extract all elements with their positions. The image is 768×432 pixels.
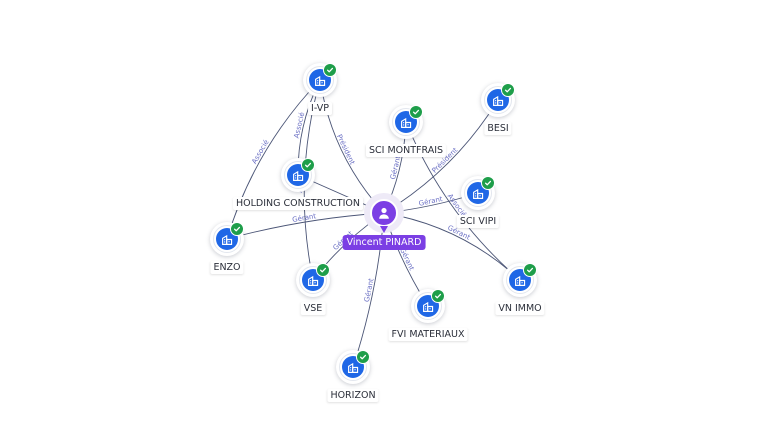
node-ring bbox=[484, 86, 512, 114]
node-label: SCI MONTFRAIS bbox=[365, 144, 447, 157]
node-label: VSE bbox=[300, 302, 326, 315]
node-ring bbox=[339, 353, 367, 381]
node-label: ENZO bbox=[210, 261, 244, 274]
verified-check-icon bbox=[323, 63, 337, 77]
edge-label: Gérant bbox=[389, 155, 402, 181]
verified-check-icon bbox=[501, 83, 515, 97]
edge-label: Gérant bbox=[398, 247, 416, 272]
verified-check-icon bbox=[301, 158, 315, 172]
pin-pointer bbox=[380, 226, 388, 233]
verified-check-icon bbox=[409, 105, 423, 119]
node-label: BESI bbox=[484, 122, 512, 135]
verified-check-icon bbox=[431, 289, 445, 303]
verified-check-icon bbox=[230, 222, 244, 236]
node-label: VN IMMO bbox=[495, 302, 545, 315]
verified-check-icon bbox=[356, 350, 370, 364]
node-ring bbox=[392, 108, 420, 136]
node-ring bbox=[213, 225, 241, 253]
node-ring bbox=[506, 266, 534, 294]
person-icon bbox=[370, 199, 398, 227]
edge-label: Associé bbox=[250, 138, 270, 165]
node-label: FVI MATERIAUX bbox=[388, 328, 468, 341]
verified-check-icon bbox=[316, 263, 330, 277]
node-label: Vincent PINARD bbox=[342, 235, 426, 250]
node-ring bbox=[464, 179, 492, 207]
node-ring bbox=[414, 292, 442, 320]
node-ring bbox=[299, 266, 327, 294]
node-label: SCI VIPI bbox=[456, 215, 500, 228]
edge-ivp-enzo bbox=[226, 79, 321, 240]
verified-check-icon bbox=[523, 263, 537, 277]
node-ring bbox=[306, 66, 334, 94]
node-label: HORIZON bbox=[327, 389, 379, 402]
verified-check-icon bbox=[481, 176, 495, 190]
node-label: I-VP bbox=[308, 102, 332, 115]
node-ring bbox=[284, 161, 312, 189]
edge-label: Associé bbox=[293, 111, 307, 139]
edge-label: Gérant bbox=[292, 212, 317, 224]
edge-label: Président bbox=[335, 133, 356, 166]
node-label: HOLDING CONSTRUCTION bbox=[233, 197, 363, 210]
